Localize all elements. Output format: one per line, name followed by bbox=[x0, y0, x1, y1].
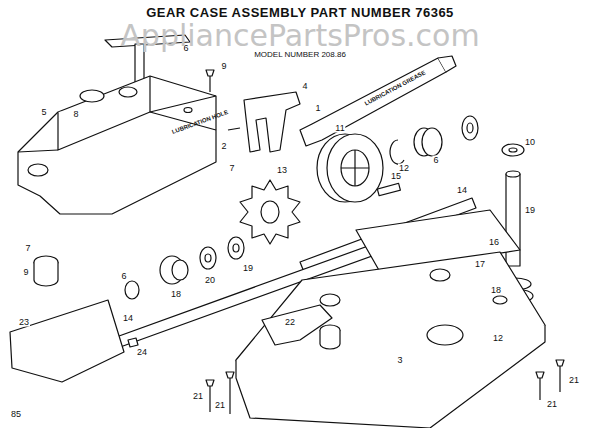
callout-number: 19 bbox=[524, 206, 536, 215]
callout-number: 22 bbox=[284, 318, 296, 327]
callout-number: 8 bbox=[72, 110, 79, 119]
callout-number: 14 bbox=[122, 314, 134, 323]
callout-number: 16 bbox=[488, 238, 500, 247]
callout-number: 11 bbox=[334, 124, 345, 133]
callout-number: 19 bbox=[242, 264, 254, 273]
callout-number: 18 bbox=[170, 290, 182, 299]
callout-number: 7 bbox=[24, 244, 31, 253]
callout-number: 14 bbox=[456, 186, 468, 195]
callout-number: 9 bbox=[220, 62, 227, 71]
callout-number: 24 bbox=[136, 348, 148, 357]
diagram-title: GEAR CASE ASSEMBLY PART NUMBER 76365 bbox=[146, 6, 454, 19]
callout-number: 10 bbox=[524, 138, 536, 147]
page-number: 85 bbox=[10, 410, 22, 419]
callout-number: 23 bbox=[18, 318, 30, 327]
model-number: MODEL NUMBER 208.86 bbox=[254, 51, 346, 59]
callout-number: 6 bbox=[120, 272, 127, 281]
callout-number: 21 bbox=[546, 400, 558, 409]
callout-number: 21 bbox=[192, 392, 204, 401]
callout-number: 4 bbox=[301, 82, 308, 91]
callout-number: 2 bbox=[220, 142, 227, 151]
callout-number: 21 bbox=[568, 376, 580, 385]
callout-number: 20 bbox=[204, 276, 216, 285]
callout-number: 5 bbox=[40, 108, 47, 117]
callout-number: 17 bbox=[474, 260, 486, 269]
callout-number: 18 bbox=[490, 286, 502, 295]
callout-number: 13 bbox=[276, 166, 288, 175]
callout-number: 12 bbox=[492, 334, 504, 343]
callout-number: 6 bbox=[432, 156, 439, 165]
watermark: AppliancePartsPros.com bbox=[120, 21, 479, 51]
callout-number: 9 bbox=[22, 268, 29, 277]
callout-number: 1 bbox=[314, 104, 321, 113]
callout-number: 15 bbox=[390, 172, 402, 181]
callout-number: 3 bbox=[396, 356, 403, 365]
callout-number: 21 bbox=[214, 401, 226, 410]
callout-number: 7 bbox=[228, 164, 235, 173]
